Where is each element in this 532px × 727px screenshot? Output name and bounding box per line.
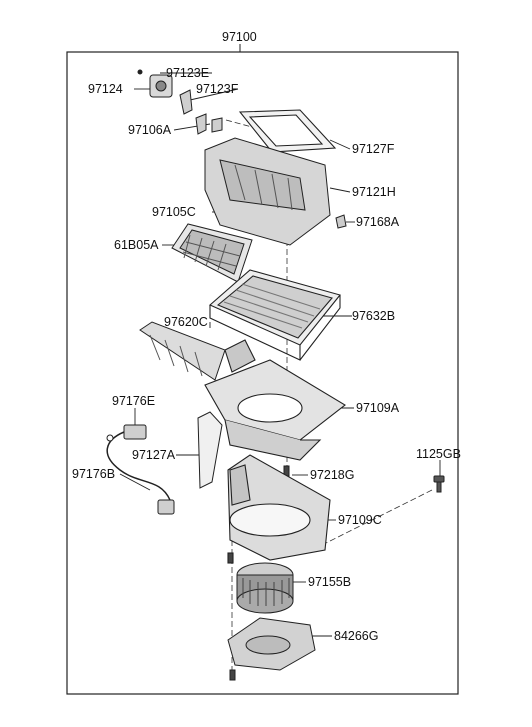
blower-motor-part <box>236 562 294 614</box>
part-label-97124[interactable]: 97124 <box>88 82 123 96</box>
part-label-97109c[interactable]: 97109C <box>338 513 382 527</box>
filter-frame-part <box>171 223 253 283</box>
part-label-61b05a[interactable]: 61B05A <box>114 238 159 252</box>
cover-part <box>227 617 316 681</box>
linkage-parts <box>179 89 223 135</box>
part-label-97123f[interactable]: 97123F <box>196 82 239 96</box>
part-label-97123e[interactable]: 97123E <box>166 66 210 80</box>
part-label-97106a[interactable]: 97106A <box>128 123 172 137</box>
part-label-97176e[interactable]: 97176E <box>112 394 156 408</box>
gasket-part <box>197 411 223 489</box>
lower-case-part <box>227 454 331 564</box>
seal-part <box>238 109 337 153</box>
assembly-frame <box>66 51 459 695</box>
cabin-filter-part <box>208 269 341 361</box>
part-label-97620c[interactable]: 97620C <box>164 315 208 329</box>
part-label-97127a[interactable]: 97127A <box>132 448 176 462</box>
part-label-97121h[interactable]: 97121H <box>352 185 396 199</box>
part-label-84266g[interactable]: 84266G <box>334 629 379 643</box>
part-label-97109a[interactable]: 97109A <box>356 401 400 415</box>
actuator-part <box>137 69 173 98</box>
part-label-97218g[interactable]: 97218G <box>310 468 355 482</box>
clip-part <box>335 214 347 229</box>
part-label-97176b[interactable]: 97176B <box>72 467 116 481</box>
assembly-label: 97100 <box>222 30 257 44</box>
part-label-97127f[interactable]: 97127F <box>352 142 395 156</box>
part-label-97105c[interactable]: 97105C <box>152 205 196 219</box>
part-label-97155b[interactable]: 97155B <box>308 575 352 589</box>
part-label-97168a[interactable]: 97168A <box>356 215 400 229</box>
bolt-part <box>433 475 445 493</box>
part-label-1125gb[interactable]: 1125GB <box>416 447 461 461</box>
grid-part <box>139 321 226 381</box>
middle-case-part <box>204 339 346 461</box>
sensor-part <box>106 424 175 515</box>
upper-case-part <box>204 137 331 246</box>
part-label-97632b[interactable]: 97632B <box>352 309 396 323</box>
